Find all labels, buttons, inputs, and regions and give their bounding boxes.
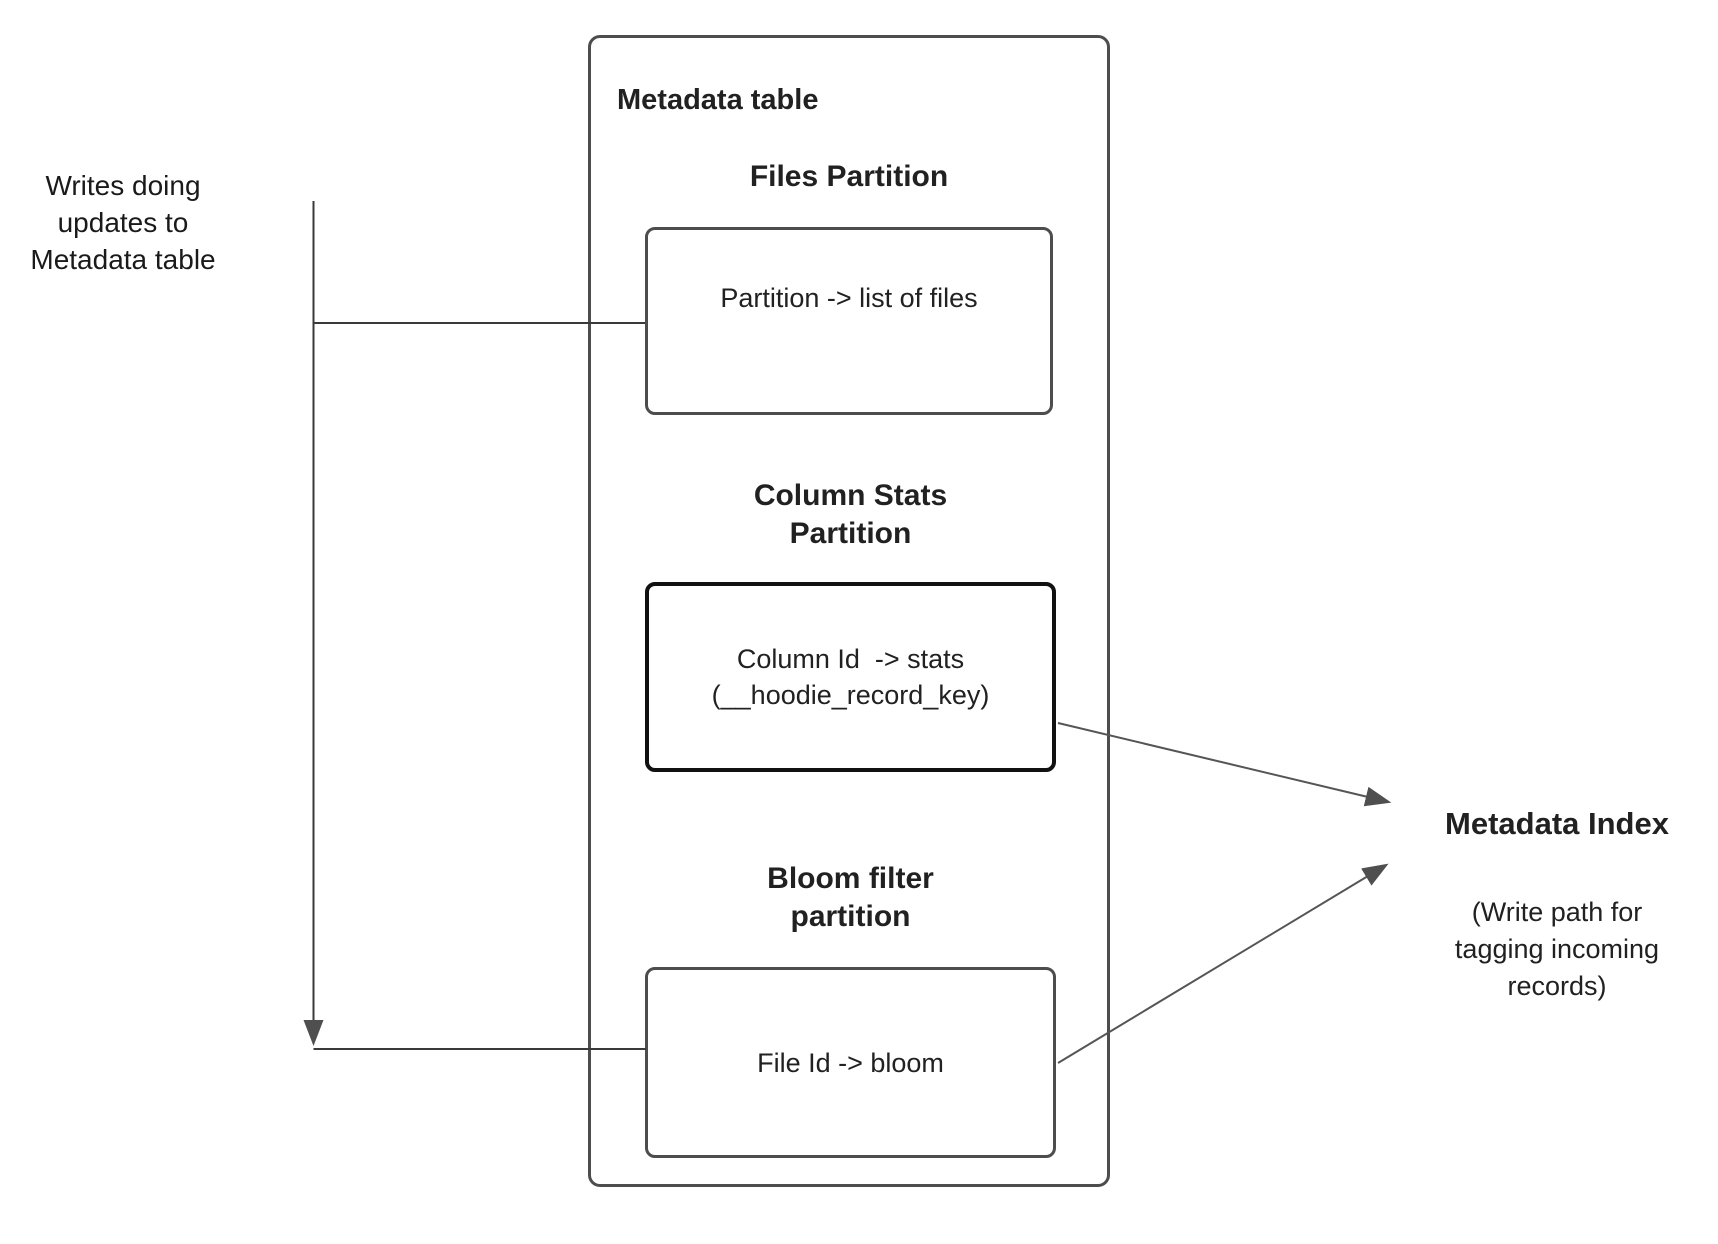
column-stats-partition-mapping: Column Id -> stats (__hoodie_record_key) (711, 644, 990, 710)
metadata-index-subtitle: (Write path for tagging incoming records… (1454, 897, 1660, 1001)
metadata-index-title: Metadata Index (1445, 806, 1669, 841)
files-partition-mapping: Partition -> list of files (720, 283, 978, 313)
files-partition-box: Partition -> list of files (645, 227, 1053, 415)
metadata-table-title: Metadata table (617, 84, 819, 116)
writes-updates-annotation: Writes doing updates to Metadata table (30, 170, 216, 275)
column-stats-partition-heading: Column Stats Partition (753, 479, 948, 550)
bloom-filter-partition-mapping: File Id -> bloom (757, 1047, 944, 1078)
bloom-filter-partition-heading: Bloom filter partition (767, 862, 934, 933)
files-partition-heading: Files Partition (749, 160, 949, 193)
bloom-filter-partition-box: File Id -> bloom (645, 967, 1056, 1158)
column-stats-partition-box: Column Id -> stats (__hoodie_record_key) (645, 582, 1056, 772)
